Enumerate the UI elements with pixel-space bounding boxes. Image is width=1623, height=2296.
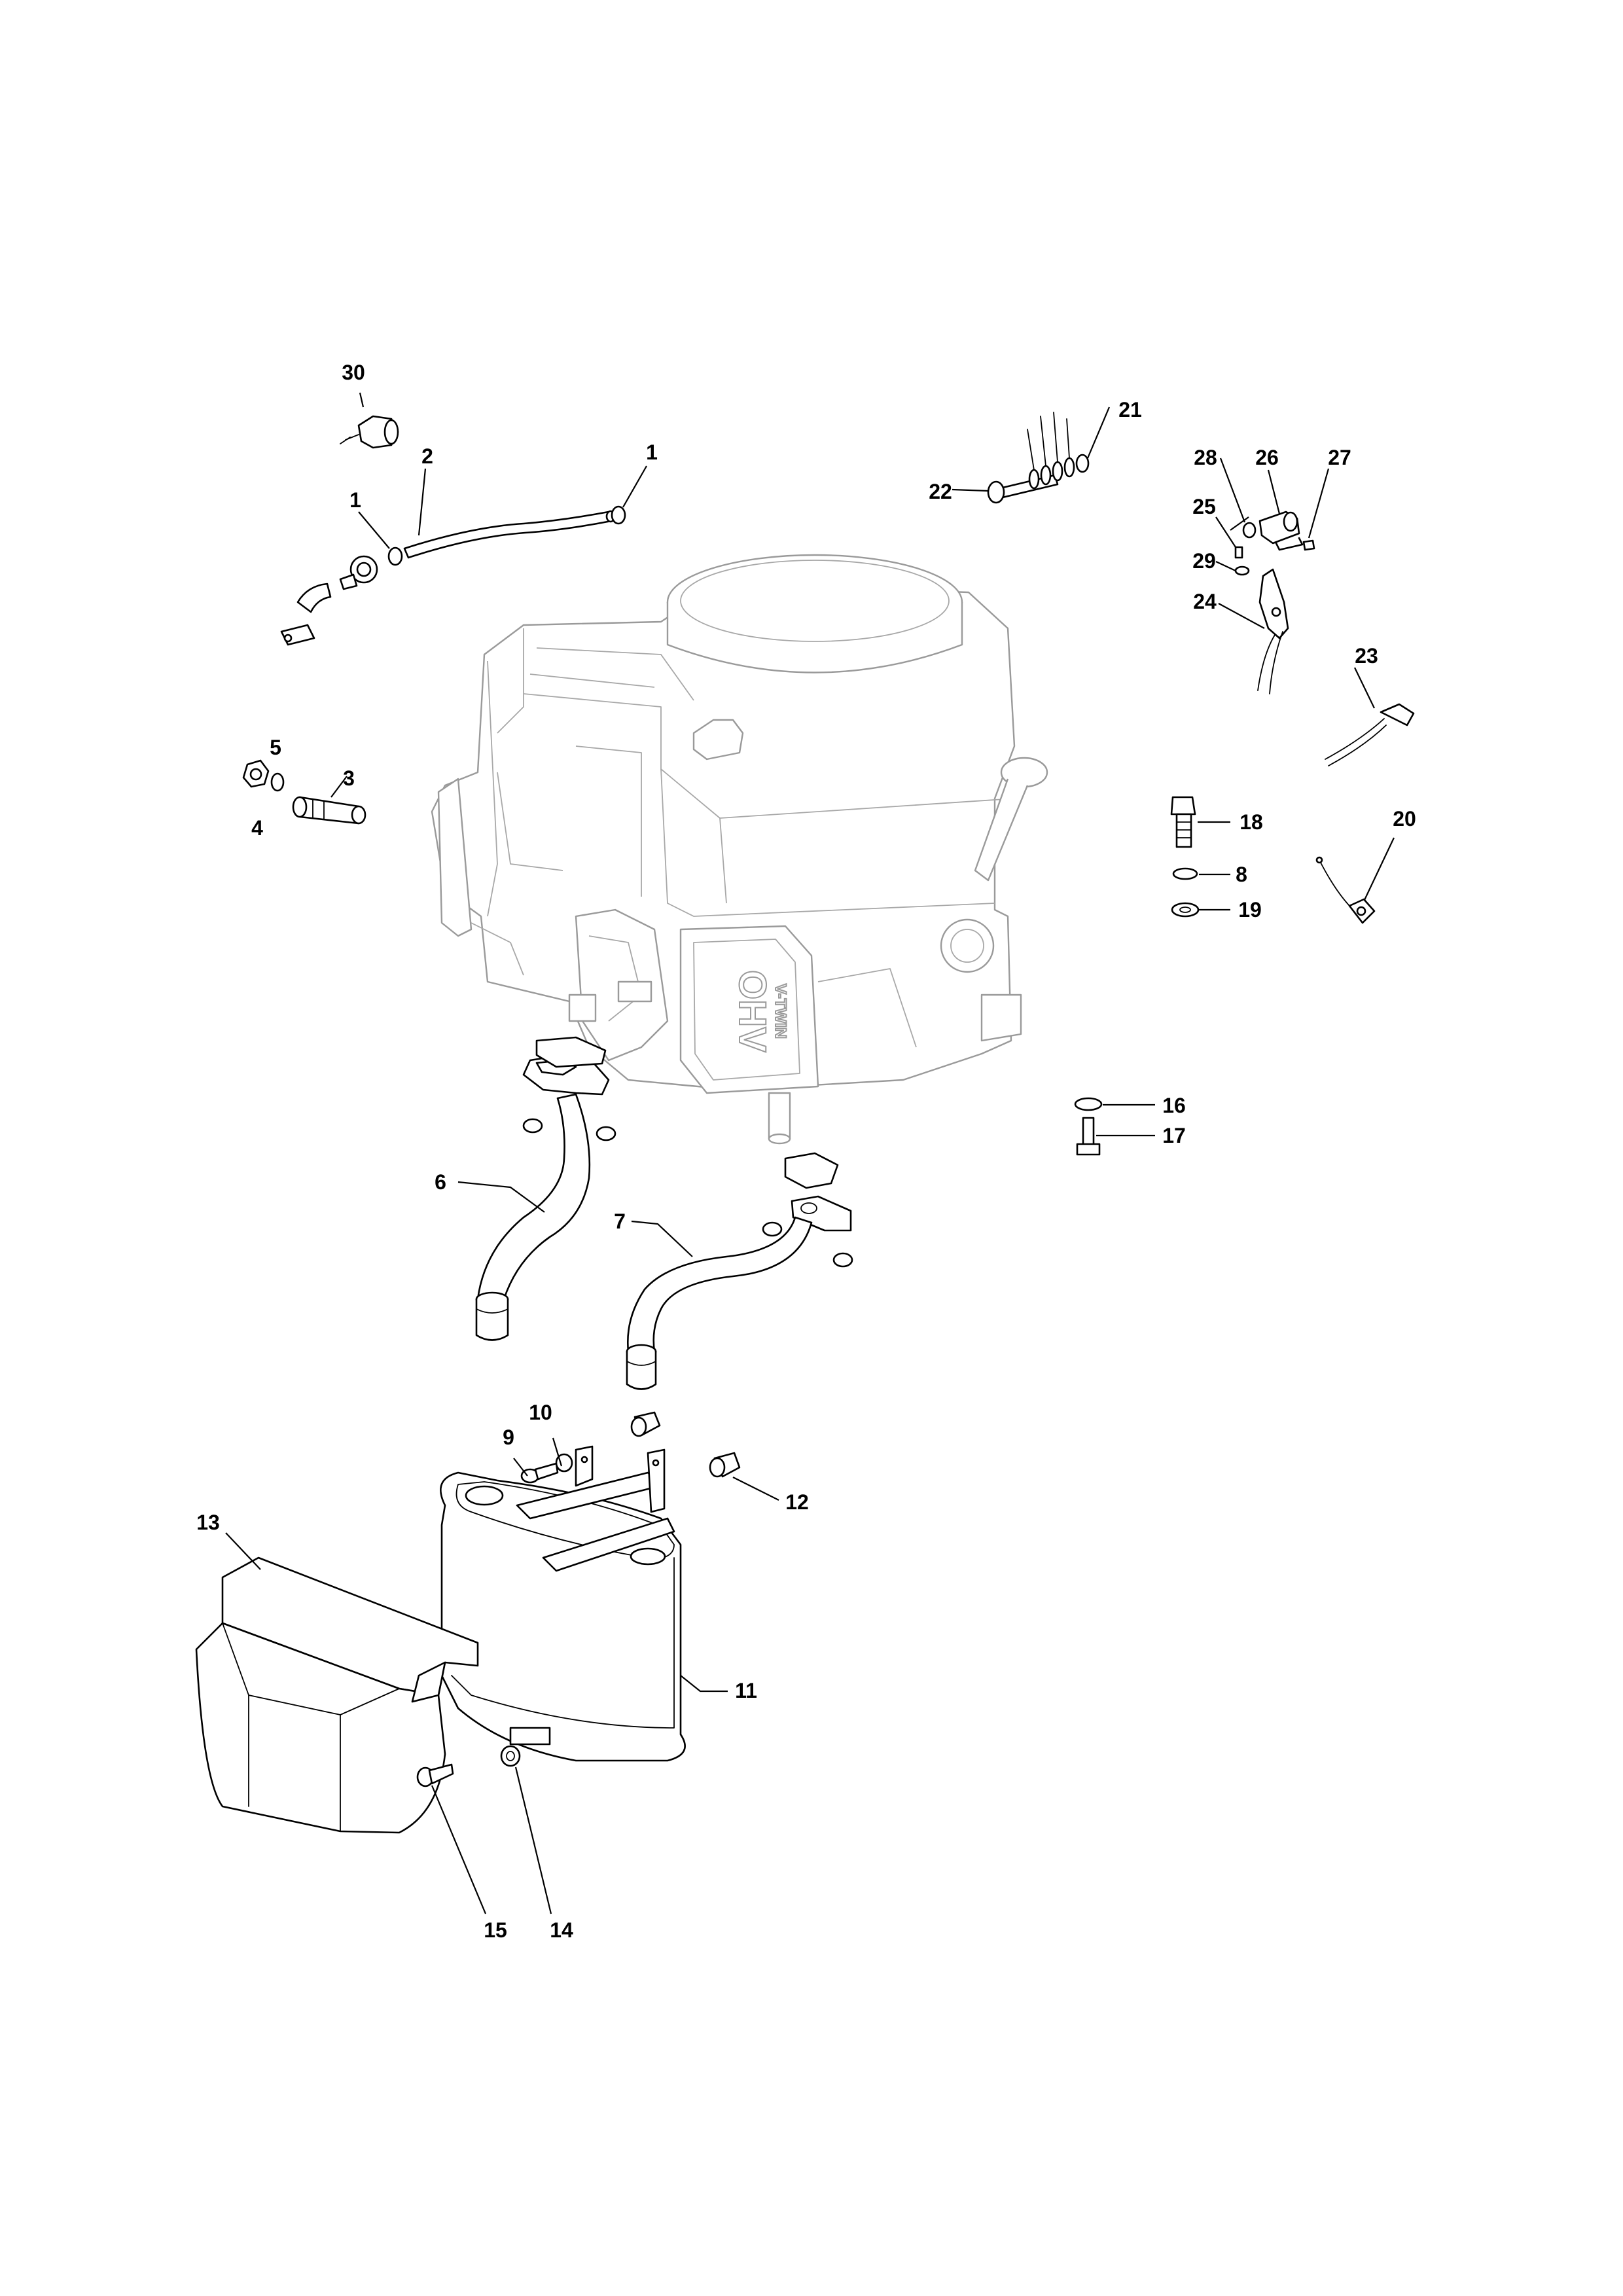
callout-20: 20 [1393, 807, 1416, 831]
callout-12: 12 [785, 1490, 809, 1514]
washer-part-19 [1171, 902, 1200, 918]
lever-part-23 [1325, 703, 1415, 766]
screw-part-27 [1302, 539, 1315, 551]
callout-16: 16 [1162, 1094, 1186, 1117]
callout-24: 24 [1193, 590, 1217, 613]
callout-11: 11 [735, 1679, 757, 1702]
callout-14: 14 [550, 1918, 573, 1942]
screw-part-25 [1234, 546, 1243, 559]
callout-3: 3 [343, 766, 355, 790]
callout-19: 19 [1238, 898, 1262, 922]
screw-part-15 [416, 1763, 454, 1787]
fuel-elbow-fitting [280, 555, 378, 646]
nut-part-5 [242, 759, 270, 788]
muffler-guard-part-13 [195, 1556, 479, 1834]
callout-labels: 30 2 1 1 21 22 28 26 27 25 29 24 23 5 3 … [196, 361, 1416, 1942]
bolt-part-9 [520, 1462, 559, 1484]
callout-8: 8 [1236, 863, 1247, 886]
plug-part-12 [630, 1411, 741, 1478]
control-bracket-part-24 [1257, 568, 1289, 694]
clip-part-28 [1242, 522, 1257, 539]
callout-7: 7 [614, 1210, 626, 1233]
callout-6: 6 [435, 1170, 446, 1194]
bolt-part-18 [1170, 796, 1196, 848]
callout-28: 28 [1194, 446, 1217, 469]
callout-15: 15 [484, 1918, 507, 1942]
callout-4: 4 [251, 816, 263, 840]
callout-13: 13 [196, 1511, 220, 1534]
callout-leaders [225, 392, 1395, 1914]
engine-block: OHV V-TWIN [431, 554, 1048, 1145]
engine-vtwin-marking: V-TWIN [772, 984, 789, 1039]
callout-1-top: 1 [646, 440, 658, 464]
hose-clamp-part-1 [387, 547, 403, 566]
callout-9: 9 [503, 1426, 514, 1449]
callout-23: 23 [1355, 644, 1378, 668]
callout-26: 26 [1255, 446, 1279, 469]
callout-18: 18 [1240, 810, 1263, 834]
callout-10: 10 [529, 1401, 552, 1424]
fuel-filter-part-30 [340, 415, 399, 449]
nut-part-14 [500, 1745, 521, 1767]
callout-25: 25 [1192, 495, 1216, 518]
callout-21: 21 [1118, 398, 1142, 422]
callout-5: 5 [270, 736, 281, 759]
callout-1-left: 1 [349, 488, 361, 512]
hose-clamp-part-1 [611, 505, 626, 525]
callout-27: 27 [1328, 446, 1351, 469]
bolt-part-17 [1076, 1117, 1101, 1156]
fuel-hose-part-2 [403, 510, 616, 559]
washer-part-4 [270, 772, 285, 792]
throttle-control-part-26 [1258, 511, 1304, 551]
callout-22: 22 [929, 480, 952, 503]
engine-ohv-marking: OHV [731, 970, 774, 1052]
washer-part-16 [1074, 1097, 1103, 1111]
fitting-part-3 [292, 796, 366, 825]
screw-washers-part-21-22 [987, 412, 1090, 504]
callout-17: 17 [1162, 1124, 1186, 1147]
washer-part-8 [1172, 867, 1198, 880]
callout-30: 30 [342, 361, 365, 384]
nut-part-10 [555, 1453, 573, 1473]
callout-29: 29 [1192, 549, 1216, 573]
lead-part-20 [1315, 856, 1376, 924]
washer-part-29 [1234, 565, 1250, 576]
muffler-part-11 [440, 1445, 686, 1762]
callout-2: 2 [421, 444, 433, 468]
exhaust-pipe-part-7 [626, 1152, 853, 1390]
exhaust-pipe-part-6 [475, 1036, 616, 1341]
